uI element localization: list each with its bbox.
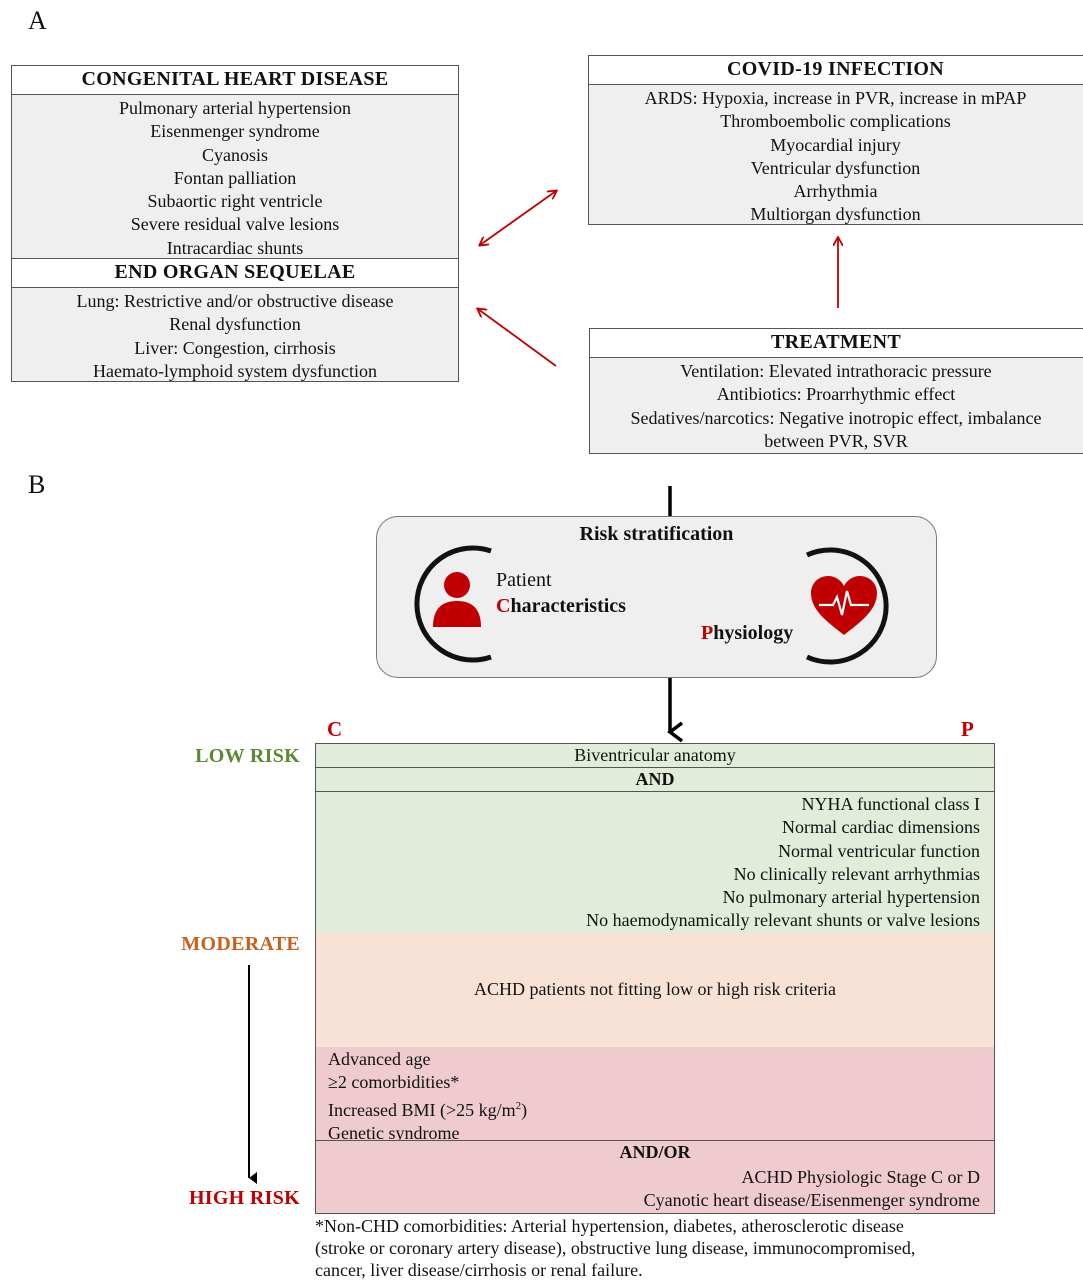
row-and: AND — [315, 767, 995, 792]
list-item: Fontan palliation — [173, 167, 297, 188]
covid-infection-box: COVID-19 INFECTION ARDS: Hypoxia, increa… — [588, 55, 1083, 225]
footnote-line: cancer, liver disease/cirrhosis or renal… — [315, 1260, 643, 1280]
high-risk-label: HIGH RISK — [188, 1187, 300, 1209]
high-risk-characteristics: Advanced age ≥2 comorbidities* Increased… — [315, 1047, 995, 1143]
bmi-superscript: 2 — [515, 1099, 522, 1112]
treatment-title: TREATMENT — [590, 329, 1083, 358]
list-item: Myocardial injury — [770, 134, 901, 155]
end-organ-title: END ORGAN SEQUELAE — [12, 259, 458, 288]
person-arc-icon — [414, 545, 492, 663]
congenital-heart-disease-box: CONGENITAL HEART DISEASE Pulmonary arter… — [11, 65, 459, 259]
treatment-box: TREATMENT Ventilation: Elevated intratho… — [589, 328, 1083, 454]
end-organ-sequelae-box: END ORGAN SEQUELAE Lung: Restrictive and… — [11, 258, 459, 382]
list-item: Eisenmenger syndrome — [150, 121, 320, 142]
list-item: NYHA functional class I — [801, 794, 980, 814]
bmi-close: ) — [521, 1099, 528, 1120]
physiology-initial: P — [701, 622, 714, 644]
end-organ-list: Lung: Restrictive and/or obstructive dis… — [12, 288, 458, 383]
list-item: Renal dysfunction — [169, 314, 301, 335]
list-item: ≥2 comorbidities* — [328, 1072, 460, 1093]
list-item: Subaortic right ventricle — [147, 191, 323, 212]
list-item: No clinically relevant arrhythmias — [733, 863, 980, 884]
risk-stratification-box: Risk stratification Patient Characterist… — [376, 516, 937, 678]
risk-stratification-title: Risk stratification — [579, 523, 734, 545]
list-item: Advanced age — [328, 1049, 431, 1069]
axis-label-characteristics: C — [327, 717, 343, 741]
list-item: Cyanosis — [201, 144, 268, 165]
list-item: ACHD Physiologic Stage C or D — [741, 1167, 981, 1187]
list-item: Antibiotics: Proarrhythmic effect — [716, 384, 956, 405]
covid-title: COVID-19 INFECTION — [589, 56, 1083, 85]
list-item: Severe residual valve lesions — [130, 214, 340, 235]
characteristics-initial: C — [496, 595, 511, 617]
list-item: Thromboembolic complications — [720, 111, 951, 132]
congenital-list: Pulmonary arterial hypertension Eisenmen… — [12, 95, 458, 260]
list-item: Liver: Congestion, cirrhosis — [134, 337, 336, 358]
list-item: Genetic syndrome — [328, 1122, 460, 1143]
list-item: No haemodynamically relevant shunts or v… — [586, 910, 980, 931]
physiology-rest: hysiology — [713, 622, 794, 644]
list-item: ARDS: Hypoxia, increase in PVR, increase… — [644, 88, 1027, 108]
list-item: Sedatives/narcotics: Negative inotropic … — [630, 407, 1042, 428]
list-item: Cyanotic heart disease/Eisenmenger syndr… — [643, 1190, 980, 1211]
list-item: Pulmonary arterial hypertension — [119, 98, 351, 118]
high-risk-physiology: ACHD Physiologic Stage C or D Cyanotic h… — [315, 1165, 995, 1214]
moderate-risk-label: MODERATE — [181, 933, 300, 955]
list-item: Lung: Restrictive and/or obstructive dis… — [76, 291, 394, 311]
low-risk-criteria: NYHA functional class I Normal cardiac d… — [315, 792, 995, 932]
list-item: Normal ventricular function — [778, 840, 980, 861]
row-biventricular-anatomy: Biventricular anatomy — [315, 743, 995, 768]
biventricular-anatomy-text: Biventricular anatomy — [574, 745, 736, 765]
person-icon — [433, 572, 481, 627]
arrow-chd-covid — [480, 191, 556, 245]
list-item: No pulmonary arterial hypertension — [722, 887, 980, 908]
list-item: Ventricular dysfunction — [750, 157, 921, 178]
and-text: AND — [635, 769, 675, 789]
list-item: Intracardiac shunts — [166, 237, 304, 258]
list-item-bmi: Increased BMI (>25 kg/m2) — [328, 1095, 994, 1122]
axis-label-physiology: P — [961, 717, 974, 741]
footnote-line: *Non-CHD comorbidities: Arterial hyperte… — [315, 1216, 904, 1236]
list-item: Haemato-lymphoid system dysfunction — [93, 360, 377, 381]
moderate-risk-text: ACHD patients not fitting low or high ri… — [474, 979, 836, 999]
characteristics-rest: haracteristics — [510, 595, 626, 617]
arrow-treatment-endorgan — [478, 309, 557, 367]
congenital-title: CONGENITAL HEART DISEASE — [12, 66, 458, 95]
characteristics-label: Characteristics — [496, 595, 626, 618]
low-risk-label: LOW RISK — [195, 745, 300, 767]
list-item: between PVR, SVR — [764, 430, 908, 451]
bmi-text: Increased BMI (>25 kg/m — [328, 1099, 516, 1120]
footnote-line: (stroke or coronary artery disease), obs… — [315, 1238, 916, 1258]
list-item: Normal cardiac dimensions — [782, 817, 980, 838]
covid-list: ARDS: Hypoxia, increase in PVR, increase… — [589, 85, 1083, 227]
panel-b-label: B — [28, 470, 46, 499]
list-item: Ventilation: Elevated intrathoracic pres… — [680, 361, 992, 381]
list-item: Multiorgan dysfunction — [750, 204, 921, 225]
list-item: Arrhythmia — [793, 181, 878, 202]
physiology-label: Physiology — [701, 622, 793, 645]
and-or-text: AND/OR — [619, 1142, 691, 1162]
heart-arc-icon — [805, 547, 889, 665]
patient-label: Patient — [496, 569, 552, 591]
treatment-list: Ventilation: Elevated intrathoracic pres… — [590, 358, 1083, 453]
row-and-or: AND/OR — [315, 1140, 995, 1166]
panel-a-label: A — [28, 6, 47, 35]
comorbidities-footnote: *Non-CHD comorbidities: Arterial hyperte… — [315, 1215, 915, 1281]
heart-ecg-icon — [811, 576, 877, 635]
moderate-risk-row: ACHD patients not fitting low or high ri… — [315, 932, 995, 1047]
